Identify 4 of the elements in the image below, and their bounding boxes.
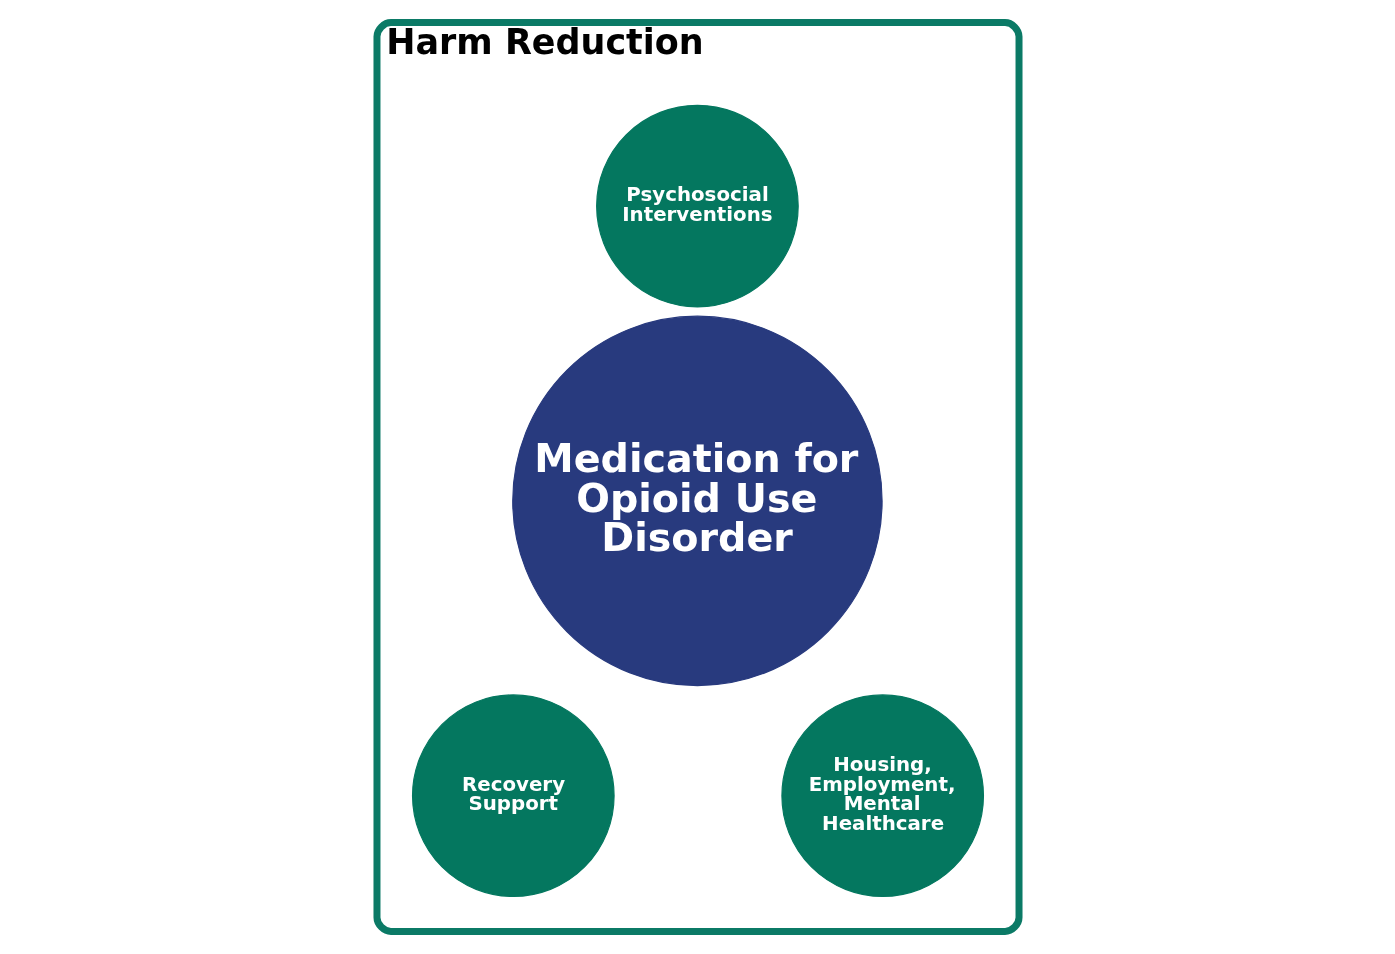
node-circle: Recovery Support [411, 694, 615, 898]
node-circle: Medication for Opioid Use Disorder [511, 315, 883, 687]
node-circle: Psychosocial Interventions [595, 104, 799, 308]
node-circle: Housing, Employment, Mental Healthcare [780, 694, 984, 898]
